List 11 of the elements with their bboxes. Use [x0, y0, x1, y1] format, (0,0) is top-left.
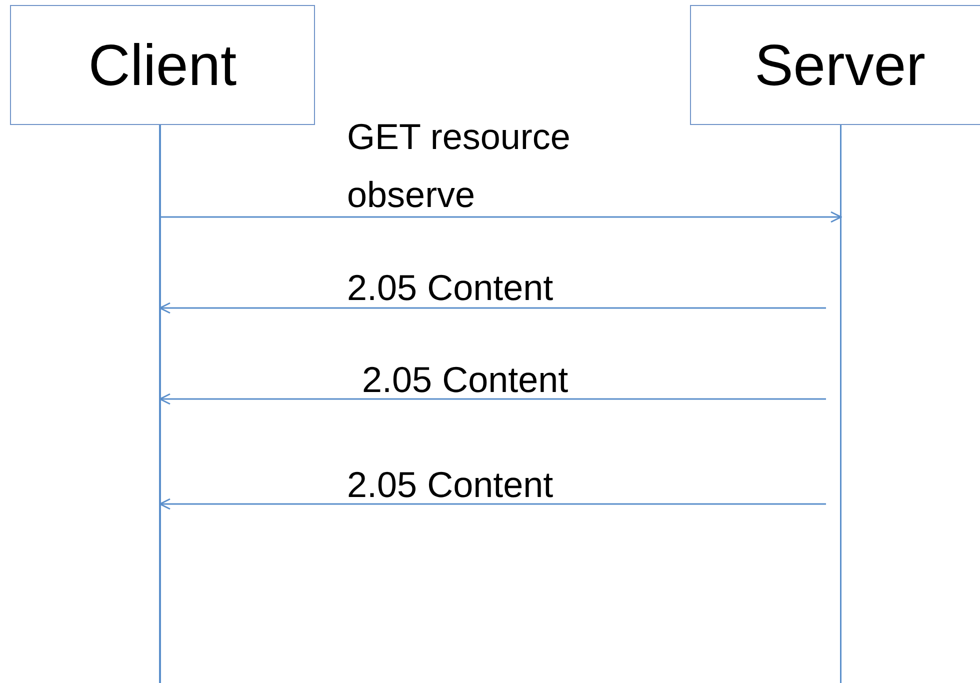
participant-name: Client	[88, 32, 237, 98]
participant-name: Server	[754, 32, 926, 98]
edge-label: 2.05 Content	[347, 463, 554, 507]
edge-label: 2.05 Content	[347, 266, 554, 310]
message-arrow	[160, 211, 842, 223]
message-arrow	[159, 393, 826, 405]
participant-lifeline	[690, 5, 980, 683]
message-arrow	[159, 302, 826, 314]
edge-label: 2.05 Content	[362, 358, 570, 402]
edge-label: GET resource observe	[347, 115, 572, 217]
message-arrow	[159, 498, 826, 510]
